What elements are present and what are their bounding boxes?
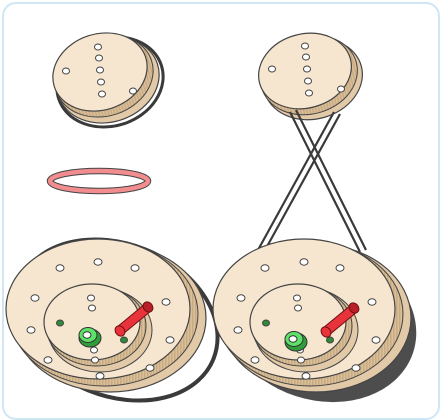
rubber-band-icon: [50, 171, 148, 191]
crossed-belt-icon: [258, 110, 366, 252]
small-pulley-left: [43, 21, 175, 141]
large-pulley-left: [0, 211, 242, 414]
large-pulley-right: [203, 218, 438, 414]
small-pulley-right: [250, 23, 372, 130]
